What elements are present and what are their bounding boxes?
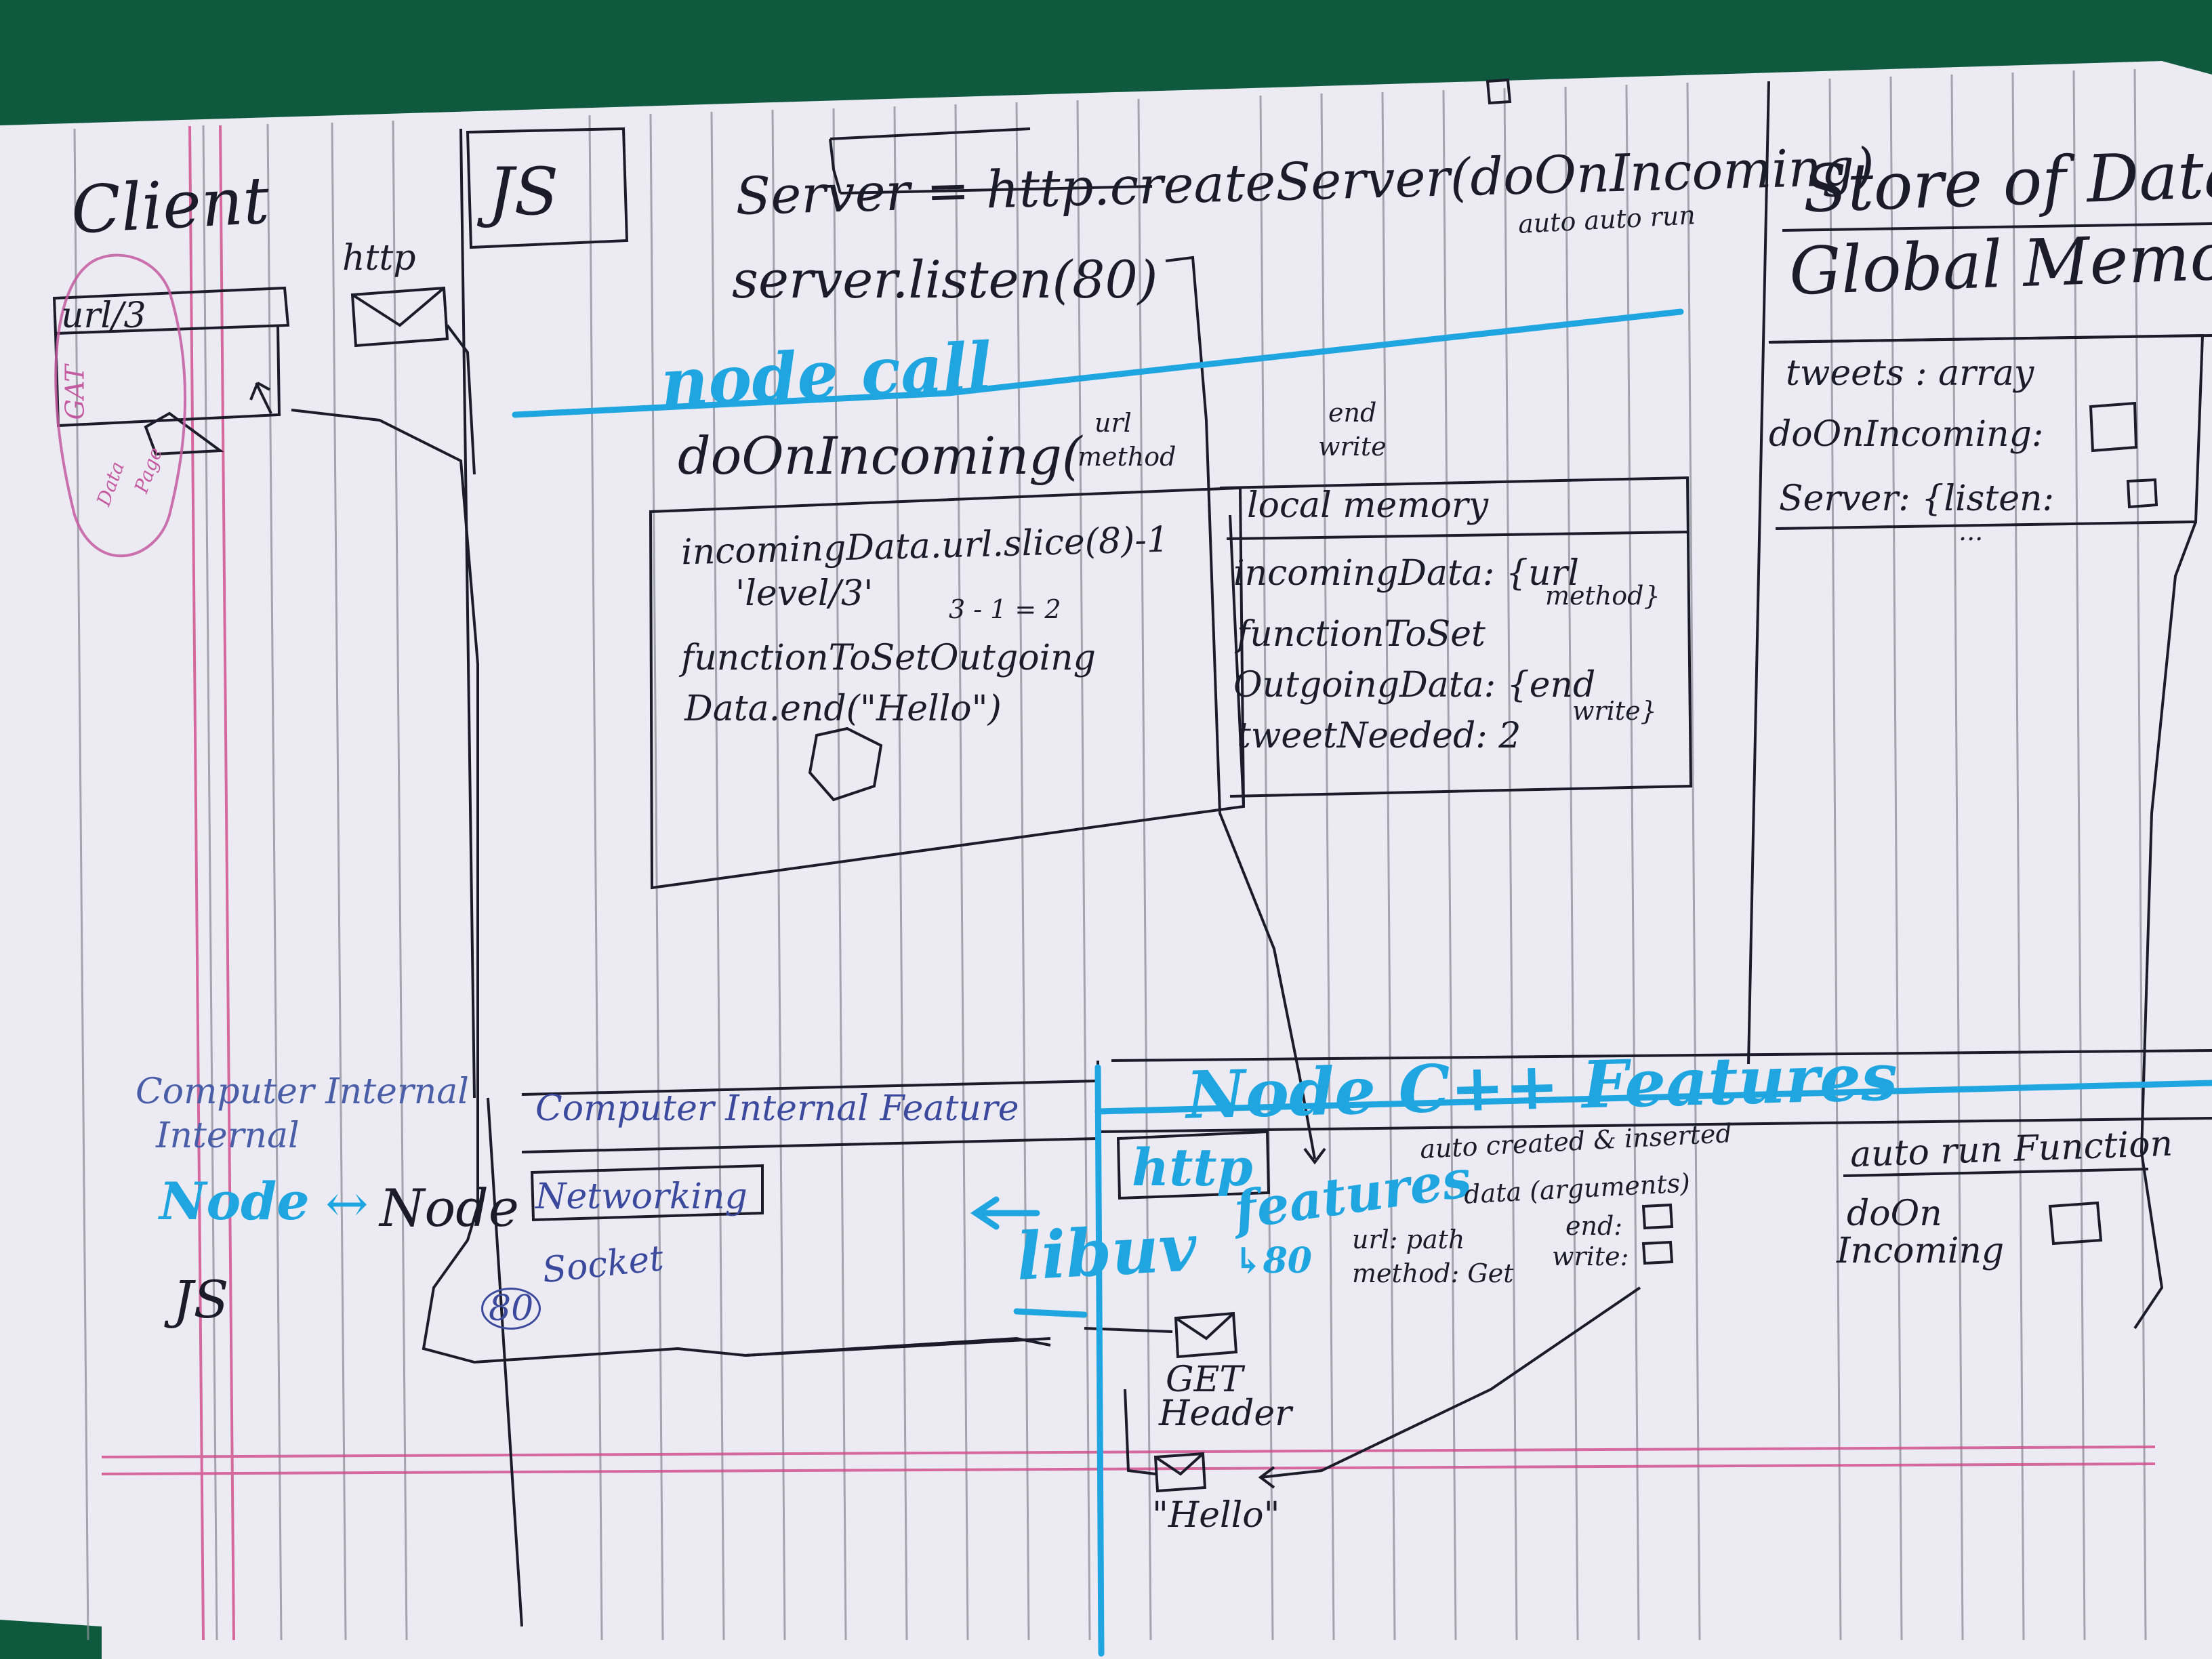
networking-label: Networking <box>535 1176 747 1217</box>
hello-label: "Hello" <box>1152 1495 1280 1536</box>
node-arrow: ↔ <box>325 1173 369 1233</box>
ink-structure <box>52 78 2212 1627</box>
global-memory-title-2: Global Memory <box>1788 216 2212 310</box>
cpp-arg-end: end: <box>1565 1211 1623 1241</box>
local-memory-tweet-needed: tweetNeeded: 2 <box>1237 716 1521 756</box>
auto-run-do-on: doOn <box>1847 1193 1942 1234</box>
node-blue-label: Node <box>159 1171 310 1231</box>
node-call-arg-url: url <box>1094 408 1132 438</box>
node-call-heading: node call <box>659 327 994 422</box>
local-memory-function-write: write} <box>1572 696 1657 726</box>
js-box-label: JS <box>488 154 559 230</box>
paper-sheet <box>0 61 2212 1659</box>
cpp-port-arrow: ↳80 <box>1233 1240 1312 1282</box>
cpp-http-box: http <box>1132 1137 1253 1197</box>
http-label: http <box>342 238 416 279</box>
local-memory-function-2: OutgoingData: {end <box>1233 665 1596 705</box>
global-memory-tweets: tweets : array <box>1786 353 2034 394</box>
cpp-libuv: libuv <box>1015 1209 1199 1295</box>
ruled-lines <box>73 68 2147 1641</box>
client-circle <box>54 253 187 558</box>
server-listen-line: server.listen(80) <box>732 249 1158 310</box>
local-memory-incoming-method: method} <box>1545 581 1660 611</box>
node-black-label: Node <box>380 1178 519 1238</box>
cpp-features-title: Node C++ Features <box>1185 1038 1899 1134</box>
blue-marker-lines <box>512 308 2212 1657</box>
port-circle: 80 <box>481 1288 541 1330</box>
node-call-function: doOnIncoming( <box>678 426 1082 486</box>
client-title: Client <box>69 162 271 249</box>
local-memory-title: local memory <box>1247 485 1489 526</box>
internal-feature-title: Computer Internal Feature <box>535 1088 1019 1129</box>
node-call-arg-method: method <box>1078 442 1176 472</box>
cpp-arg-method-get: method: Get <box>1352 1258 1514 1288</box>
global-memory-server-more: ... <box>1959 516 1984 546</box>
auto-run-function-title: auto run Function <box>1849 1123 2174 1176</box>
exec-line-function: functionToSetOutgoing <box>681 638 1096 678</box>
local-memory-function-1: functionToSet <box>1237 614 1486 655</box>
global-memory-title-1: Store of Data <box>1801 136 2212 228</box>
exec-line-level: 'level/3' <box>735 573 874 614</box>
cpp-arg-write: write: <box>1552 1242 1629 1271</box>
bottom-js-label: JS <box>173 1269 229 1330</box>
exec-line-end: Data.end("Hello") <box>684 689 1002 729</box>
exec-line-math: 3 - 1 = 2 <box>949 594 1061 624</box>
cpp-arg-url-path: url: path <box>1352 1225 1465 1254</box>
computer-internal-label: Computer Internal <box>136 1071 469 1112</box>
client-url-bar: url/3 <box>61 295 146 336</box>
header-label: Header <box>1159 1393 1292 1434</box>
node-call-arg-end: end <box>1328 398 1377 428</box>
internal-label: Internal <box>156 1115 300 1156</box>
local-memory-incoming: incomingData: {url <box>1233 553 1579 594</box>
auto-run-incoming: Incoming <box>1837 1231 2005 1271</box>
node-call-arg-write: write <box>1318 432 1387 462</box>
get-label: GET <box>1166 1359 1244 1400</box>
circle-tab-label: GAT <box>60 365 90 420</box>
global-memory-server: Server: {listen: <box>1779 478 2055 519</box>
global-memory-do-on-incoming: doOnIncoming: <box>1769 414 2044 455</box>
